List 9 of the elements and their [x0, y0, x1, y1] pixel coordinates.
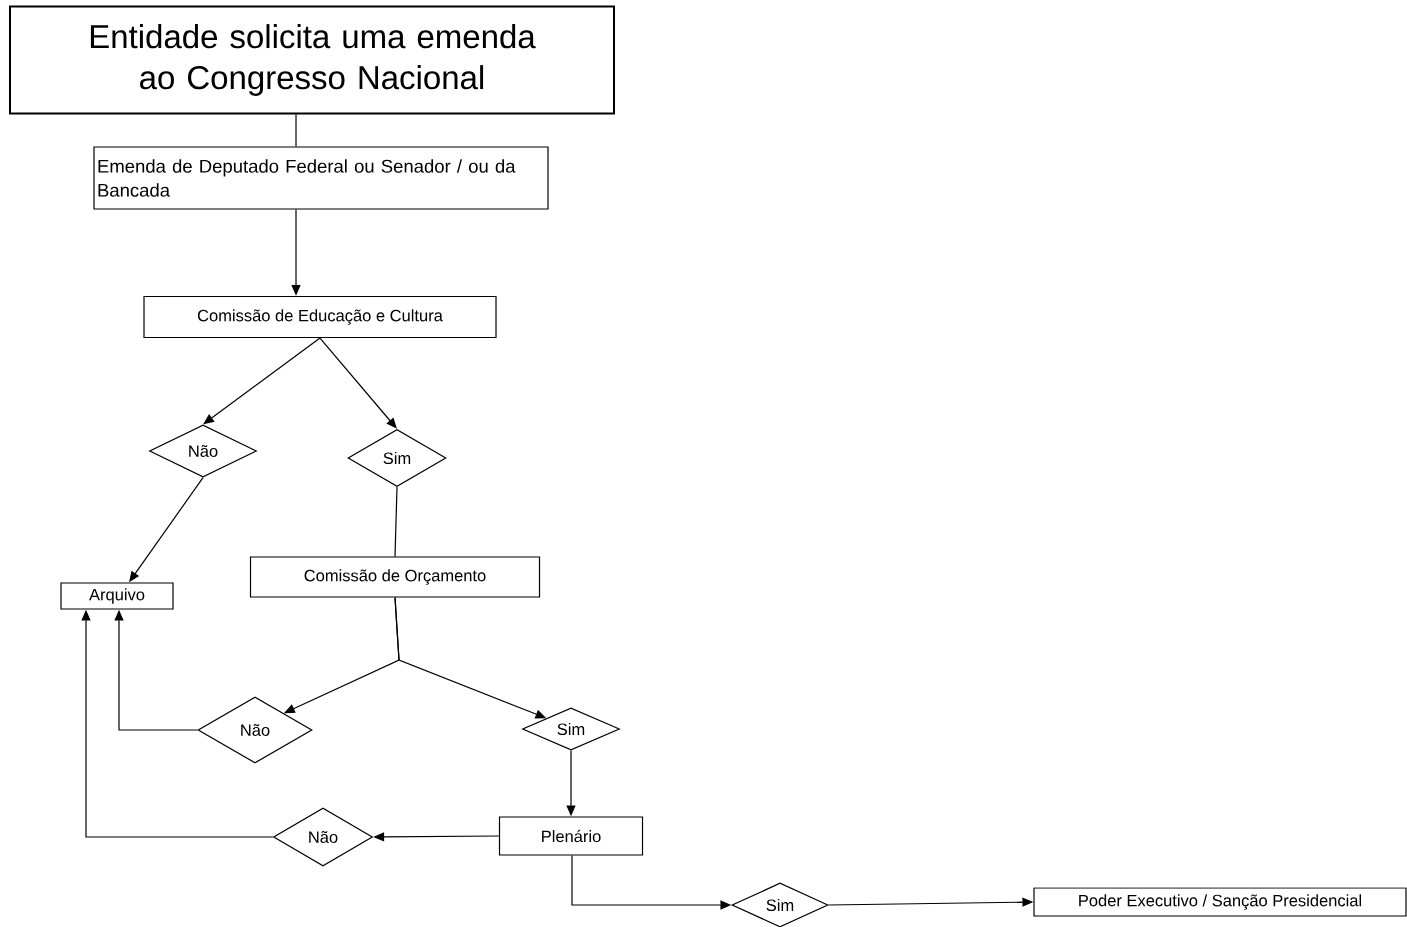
process-box: Poder Executivo / Sanção Presidencial [1033, 887, 1407, 917]
arrow [319, 337, 397, 429]
arrow [203, 337, 321, 425]
title-box: Entidade solicita uma emenda ao Congresso Nacional [9, 5, 615, 115]
process-box: Comissão de Orçamento [249, 556, 541, 598]
process-box: Arquivo [60, 582, 174, 610]
process-box: Emenda de Deputado Federal ou Senador / ou da Bancada [93, 146, 549, 210]
process-box: Comissão de Educação e Cultura [143, 295, 497, 339]
process-box: Plenário [498, 816, 644, 856]
